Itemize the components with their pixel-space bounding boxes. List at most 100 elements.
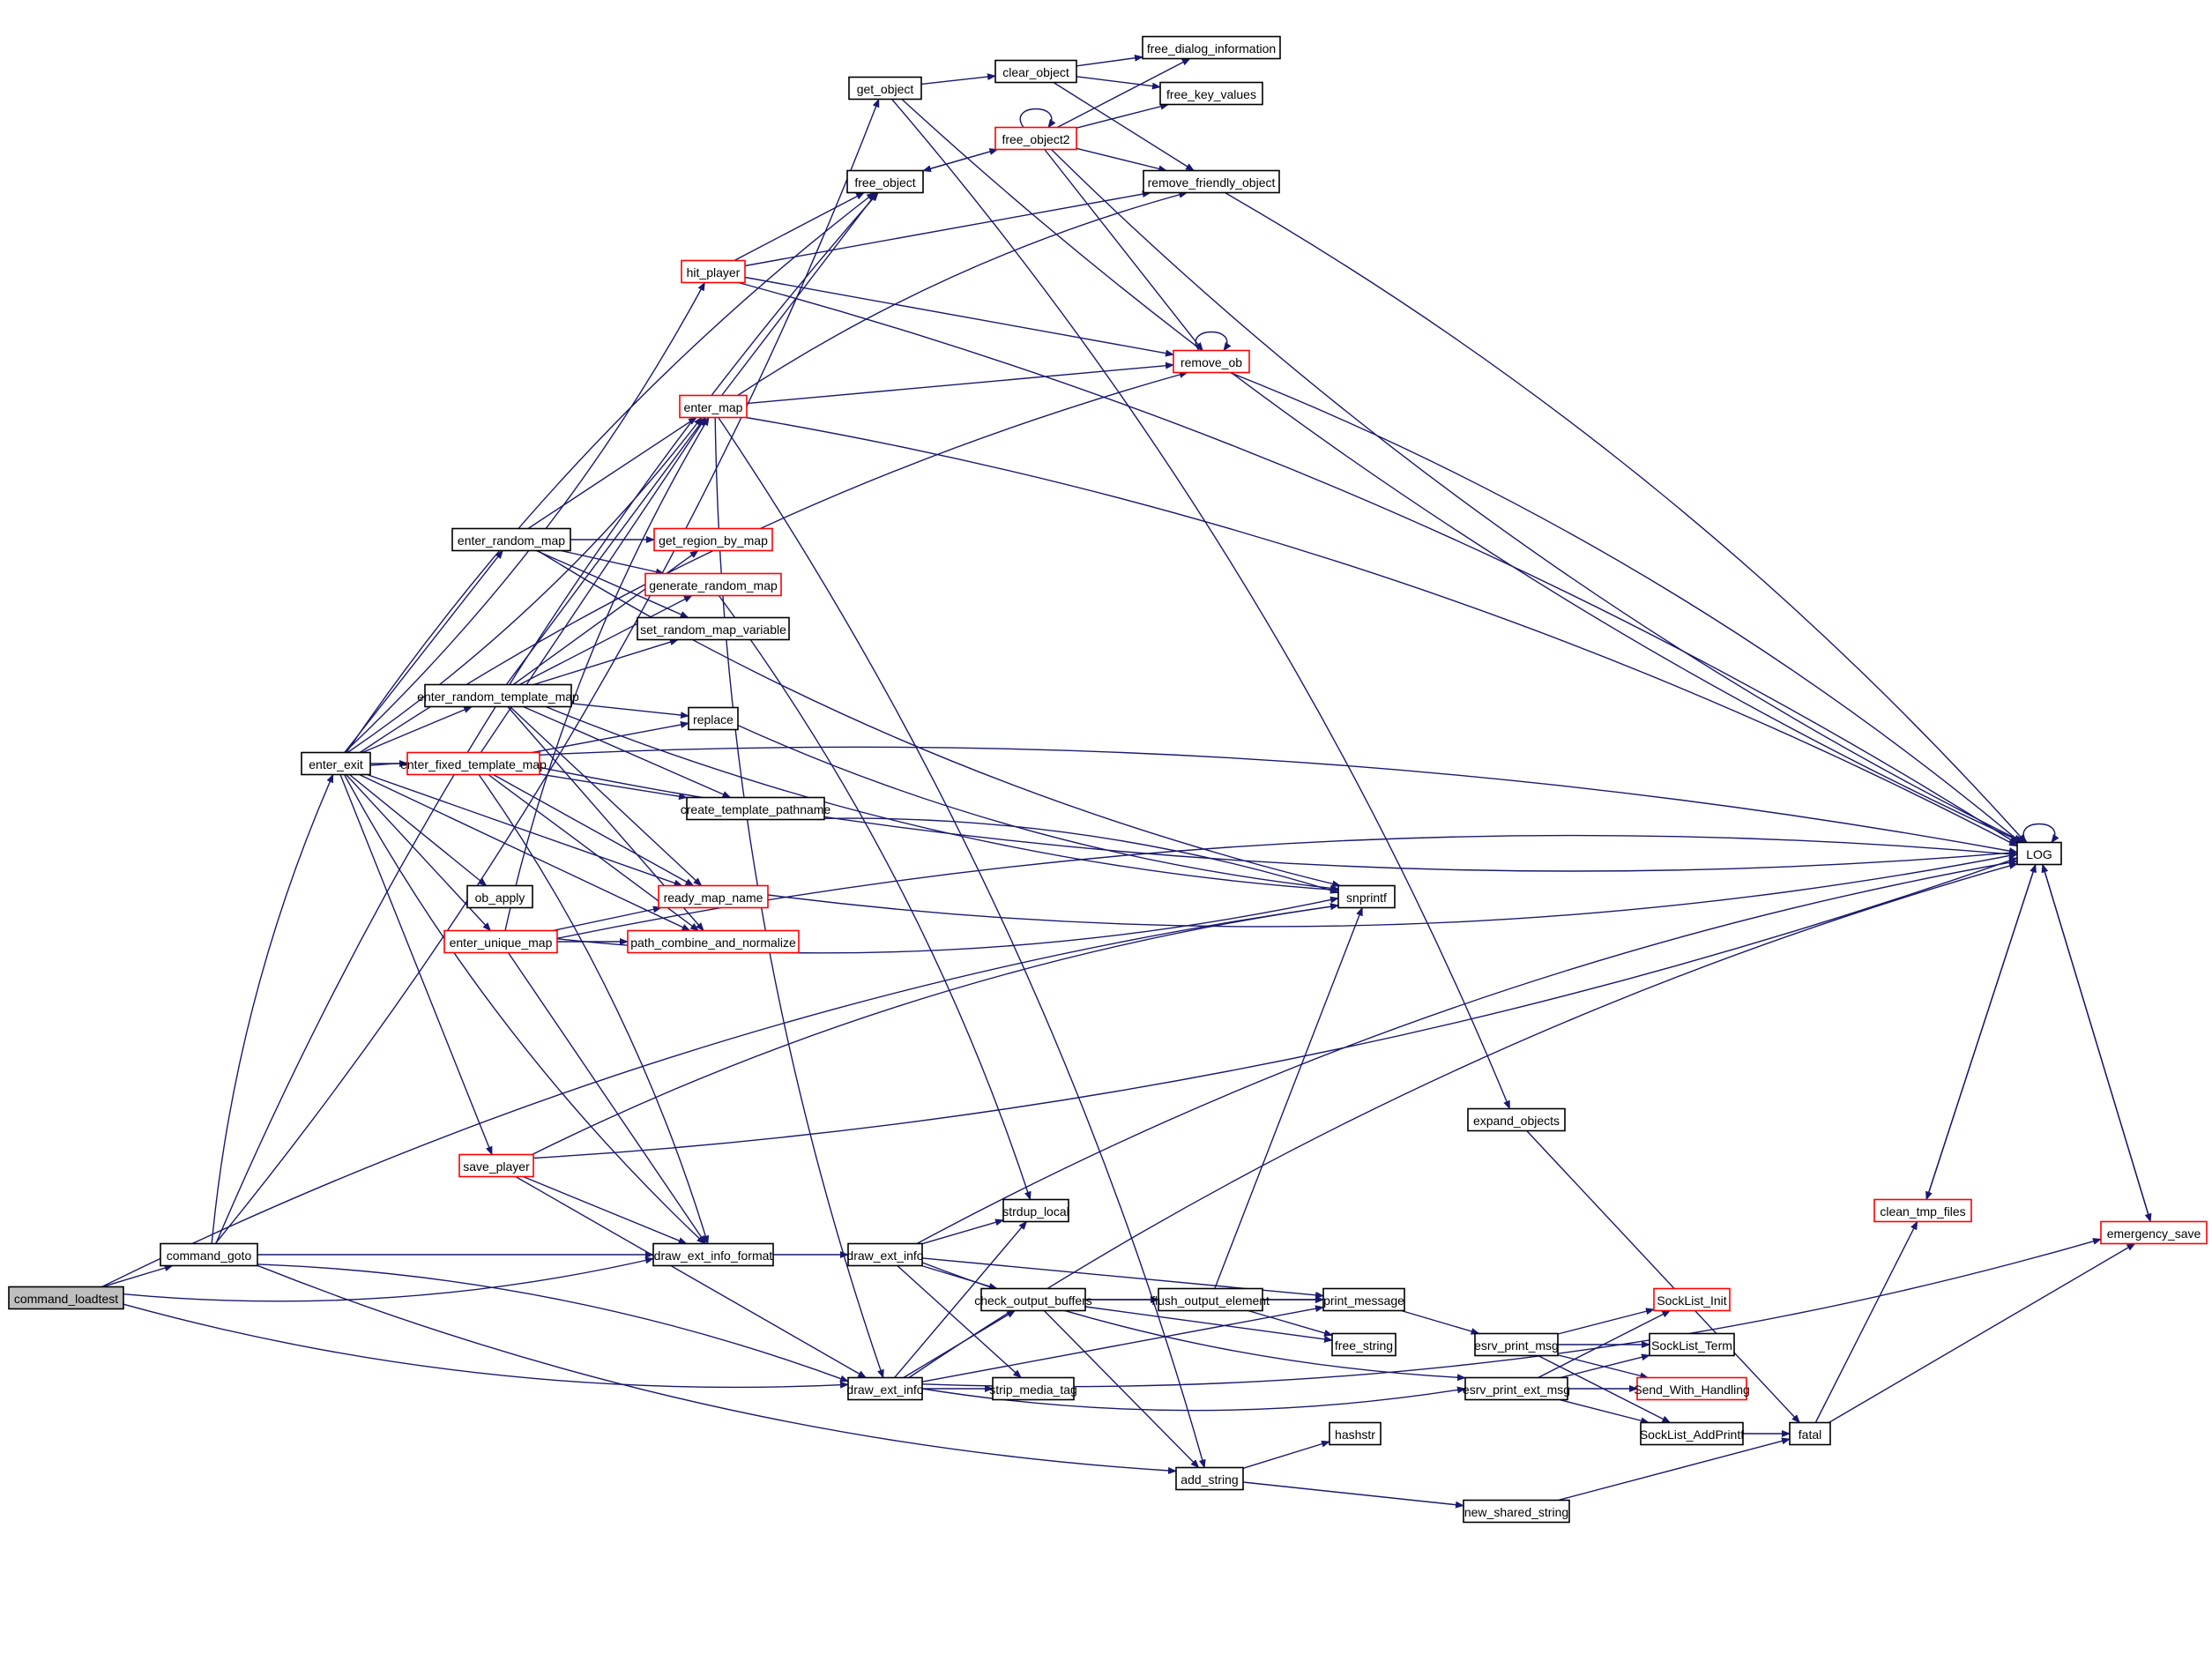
node-box [1337, 884, 1396, 909]
edge-clear_object-to-remove_friendly_object [1053, 81, 1195, 172]
node-remove-friendly-object[interactable]: remove_friendly_object [1143, 169, 1280, 194]
edge-enter_random_map-to-snprintf [537, 549, 1342, 888]
node-socklist-term[interactable]: SockList_Term [1649, 1332, 1735, 1357]
node-check-output-buffers[interactable]: check_output_buffers [974, 1287, 1092, 1312]
edge-enter_random_template_map-to-get_region_by_map [512, 549, 699, 686]
edge-enter_exit-to-enter_random_map [344, 549, 503, 753]
node-enter-exit[interactable]: enter_exit [301, 751, 371, 776]
node-enter-random-map[interactable]: enter_random_map [451, 527, 571, 552]
edge-enter_map-to-remove_friendly_object [737, 191, 1188, 397]
node-box [980, 1287, 1086, 1312]
node-label: create_template_pathname [681, 802, 831, 816]
node-box [451, 527, 571, 552]
node-save-player[interactable]: save_player [458, 1153, 534, 1178]
edge-get_object-to-clear_object [920, 73, 996, 86]
node-label: hashstr [1335, 1427, 1375, 1442]
edge-remove_ob-to-remove_ob [1195, 331, 1232, 352]
node-generate-random-map[interactable]: generate_random_map [644, 572, 782, 597]
edge-fatal-to-clean_tmp_files [1814, 1220, 1918, 1423]
node-label: remove_ob [1180, 355, 1242, 369]
node-box [653, 527, 773, 552]
node-path-combine-and-normalize[interactable]: path_combine_and_normalize [627, 929, 800, 954]
node-remove-ob[interactable]: remove_ob [1173, 349, 1250, 374]
edge-draw_ext_info_a-to-strip_media_tag [897, 1264, 1022, 1379]
node-print-message[interactable]: print_message [1322, 1287, 1405, 1312]
node-free-object2[interactable]: free_object2 [994, 126, 1077, 151]
node-free-key-values[interactable]: free_key_values [1159, 81, 1263, 106]
edge-command_loadtest-to-draw_ext_info_b [123, 1303, 849, 1389]
node-draw-ext-info-b[interactable]: draw_ext_info [846, 1376, 924, 1401]
node-draw-ext-info-format[interactable]: draw_ext_info_format [652, 1242, 774, 1267]
node-label: new_shared_string [1464, 1505, 1568, 1519]
node-socklist-init[interactable]: SockList_Init [1653, 1287, 1731, 1312]
edge-enter_random_map-to-generate_random_map [560, 549, 665, 576]
edge-esrv_print_msg-to-SockList_Init [1557, 1308, 1655, 1335]
edge-draw_ext_info_a-to-esrv_print_ext_msg [921, 1262, 1466, 1382]
node-box [688, 706, 739, 731]
node-draw-ext-info-a[interactable]: draw_ext_info [846, 1242, 924, 1267]
node-label: snprintf [1346, 891, 1387, 905]
node-get-object[interactable]: get_object [848, 76, 922, 101]
node-flush-output-element[interactable]: flush_output_element [1151, 1287, 1270, 1312]
node-fatal[interactable]: fatal [1789, 1421, 1831, 1446]
node-box [686, 796, 825, 821]
edge-emergency_save-to-LOG [2041, 863, 2151, 1222]
node-box [1474, 1332, 1559, 1357]
node-clean-tmp-files[interactable]: clean_tmp_files [1873, 1198, 1972, 1223]
edge-save_player-to-draw_ext_info_format [523, 1175, 688, 1245]
edge-enter_exit-to-ready_map_name [367, 773, 683, 887]
node-emergency-save[interactable]: emergency_save [2100, 1220, 2208, 1245]
node-box [681, 259, 746, 284]
edges-layer [101, 54, 2152, 1509]
edge-enter_exit-to-enter_random_template_map [361, 705, 473, 754]
node-label: esrv_print_msg [1474, 1338, 1559, 1353]
edge-fatal-to-emergency_save [1828, 1242, 2136, 1424]
node-get-region-by-map[interactable]: get_region_by_map [653, 527, 773, 552]
node-box [160, 1242, 258, 1267]
edge-enter_map-to-LOG [745, 416, 2018, 847]
node-replace[interactable]: replace [688, 706, 739, 731]
node-new-shared-string[interactable]: new_shared_string [1463, 1499, 1570, 1524]
node-clear-object[interactable]: clear_object [994, 59, 1077, 84]
node-send-with-handling[interactable]: Send_With_Handling [1634, 1376, 1750, 1401]
node-add-string[interactable]: add_string [1175, 1466, 1244, 1491]
node-esrv-print-msg[interactable]: esrv_print_msg [1474, 1332, 1559, 1357]
node-enter-fixed-template-map[interactable]: enter_fixed_template_map [400, 751, 547, 776]
node-label: free_key_values [1166, 87, 1256, 101]
node-free-string[interactable]: free_string [1331, 1332, 1396, 1357]
node-snprintf[interactable]: snprintf [1337, 884, 1396, 909]
edge-create_template_pathname-to-snprintf [823, 817, 1339, 894]
edge-enter_exit-to-LOG [369, 746, 2018, 855]
node-socklist-addprintf[interactable]: SockList_AddPrintf [1640, 1421, 1744, 1446]
node-free-object[interactable]: free_object [846, 169, 924, 194]
node-hit-player[interactable]: hit_player [681, 259, 746, 284]
node-log[interactable]: LOG [2016, 841, 2062, 866]
node-expand-objects[interactable]: expand_objects [1467, 1107, 1566, 1132]
node-label: replace [693, 712, 734, 727]
node-esrv-print-ext-msg[interactable]: esrv_print_ext_msg [1463, 1376, 1570, 1401]
edge-enter_random_template_map-to-create_template_pathname [523, 705, 732, 799]
edge-clean_tmp_files-to-LOG [1925, 863, 2037, 1200]
node-ready-map-name[interactable]: ready_map_name [658, 884, 769, 909]
edge-command_loadtest-to-draw_ext_info_format [123, 1256, 654, 1302]
node-enter-map[interactable]: enter_map [679, 394, 748, 419]
node-label: SockList_Term [1651, 1338, 1732, 1353]
node-set-random-map-variable[interactable]: set_random_map_variable [637, 616, 790, 641]
node-enter-random-template-map[interactable]: enter_random_template_map [417, 683, 579, 708]
node-label: free_object [854, 175, 915, 190]
node-label: enter_random_map [458, 533, 565, 548]
edge-enter_unique_map-to-ready_map_name [552, 906, 662, 932]
node-command-goto[interactable]: command_goto [160, 1242, 258, 1267]
node-free-dialog-information[interactable]: free_dialog_information [1142, 35, 1281, 60]
node-ob-apply[interactable]: ob_apply [466, 884, 533, 909]
node-label: save_player [463, 1159, 530, 1174]
edge-free_object2-to-free_object2 [1019, 108, 1056, 129]
node-hashstr[interactable]: hashstr [1329, 1421, 1382, 1446]
node-enter-unique-map[interactable]: enter_unique_map [443, 929, 558, 954]
node-create-template-pathname[interactable]: create_template_pathname [681, 796, 831, 821]
node-label: command_loadtest [14, 1292, 118, 1306]
node-box [994, 59, 1077, 84]
node-strdup-local[interactable]: strdup_local [1002, 1198, 1069, 1223]
node-box [2016, 841, 2062, 866]
node-strip-media-tag[interactable]: strip_media_tag [989, 1376, 1077, 1401]
